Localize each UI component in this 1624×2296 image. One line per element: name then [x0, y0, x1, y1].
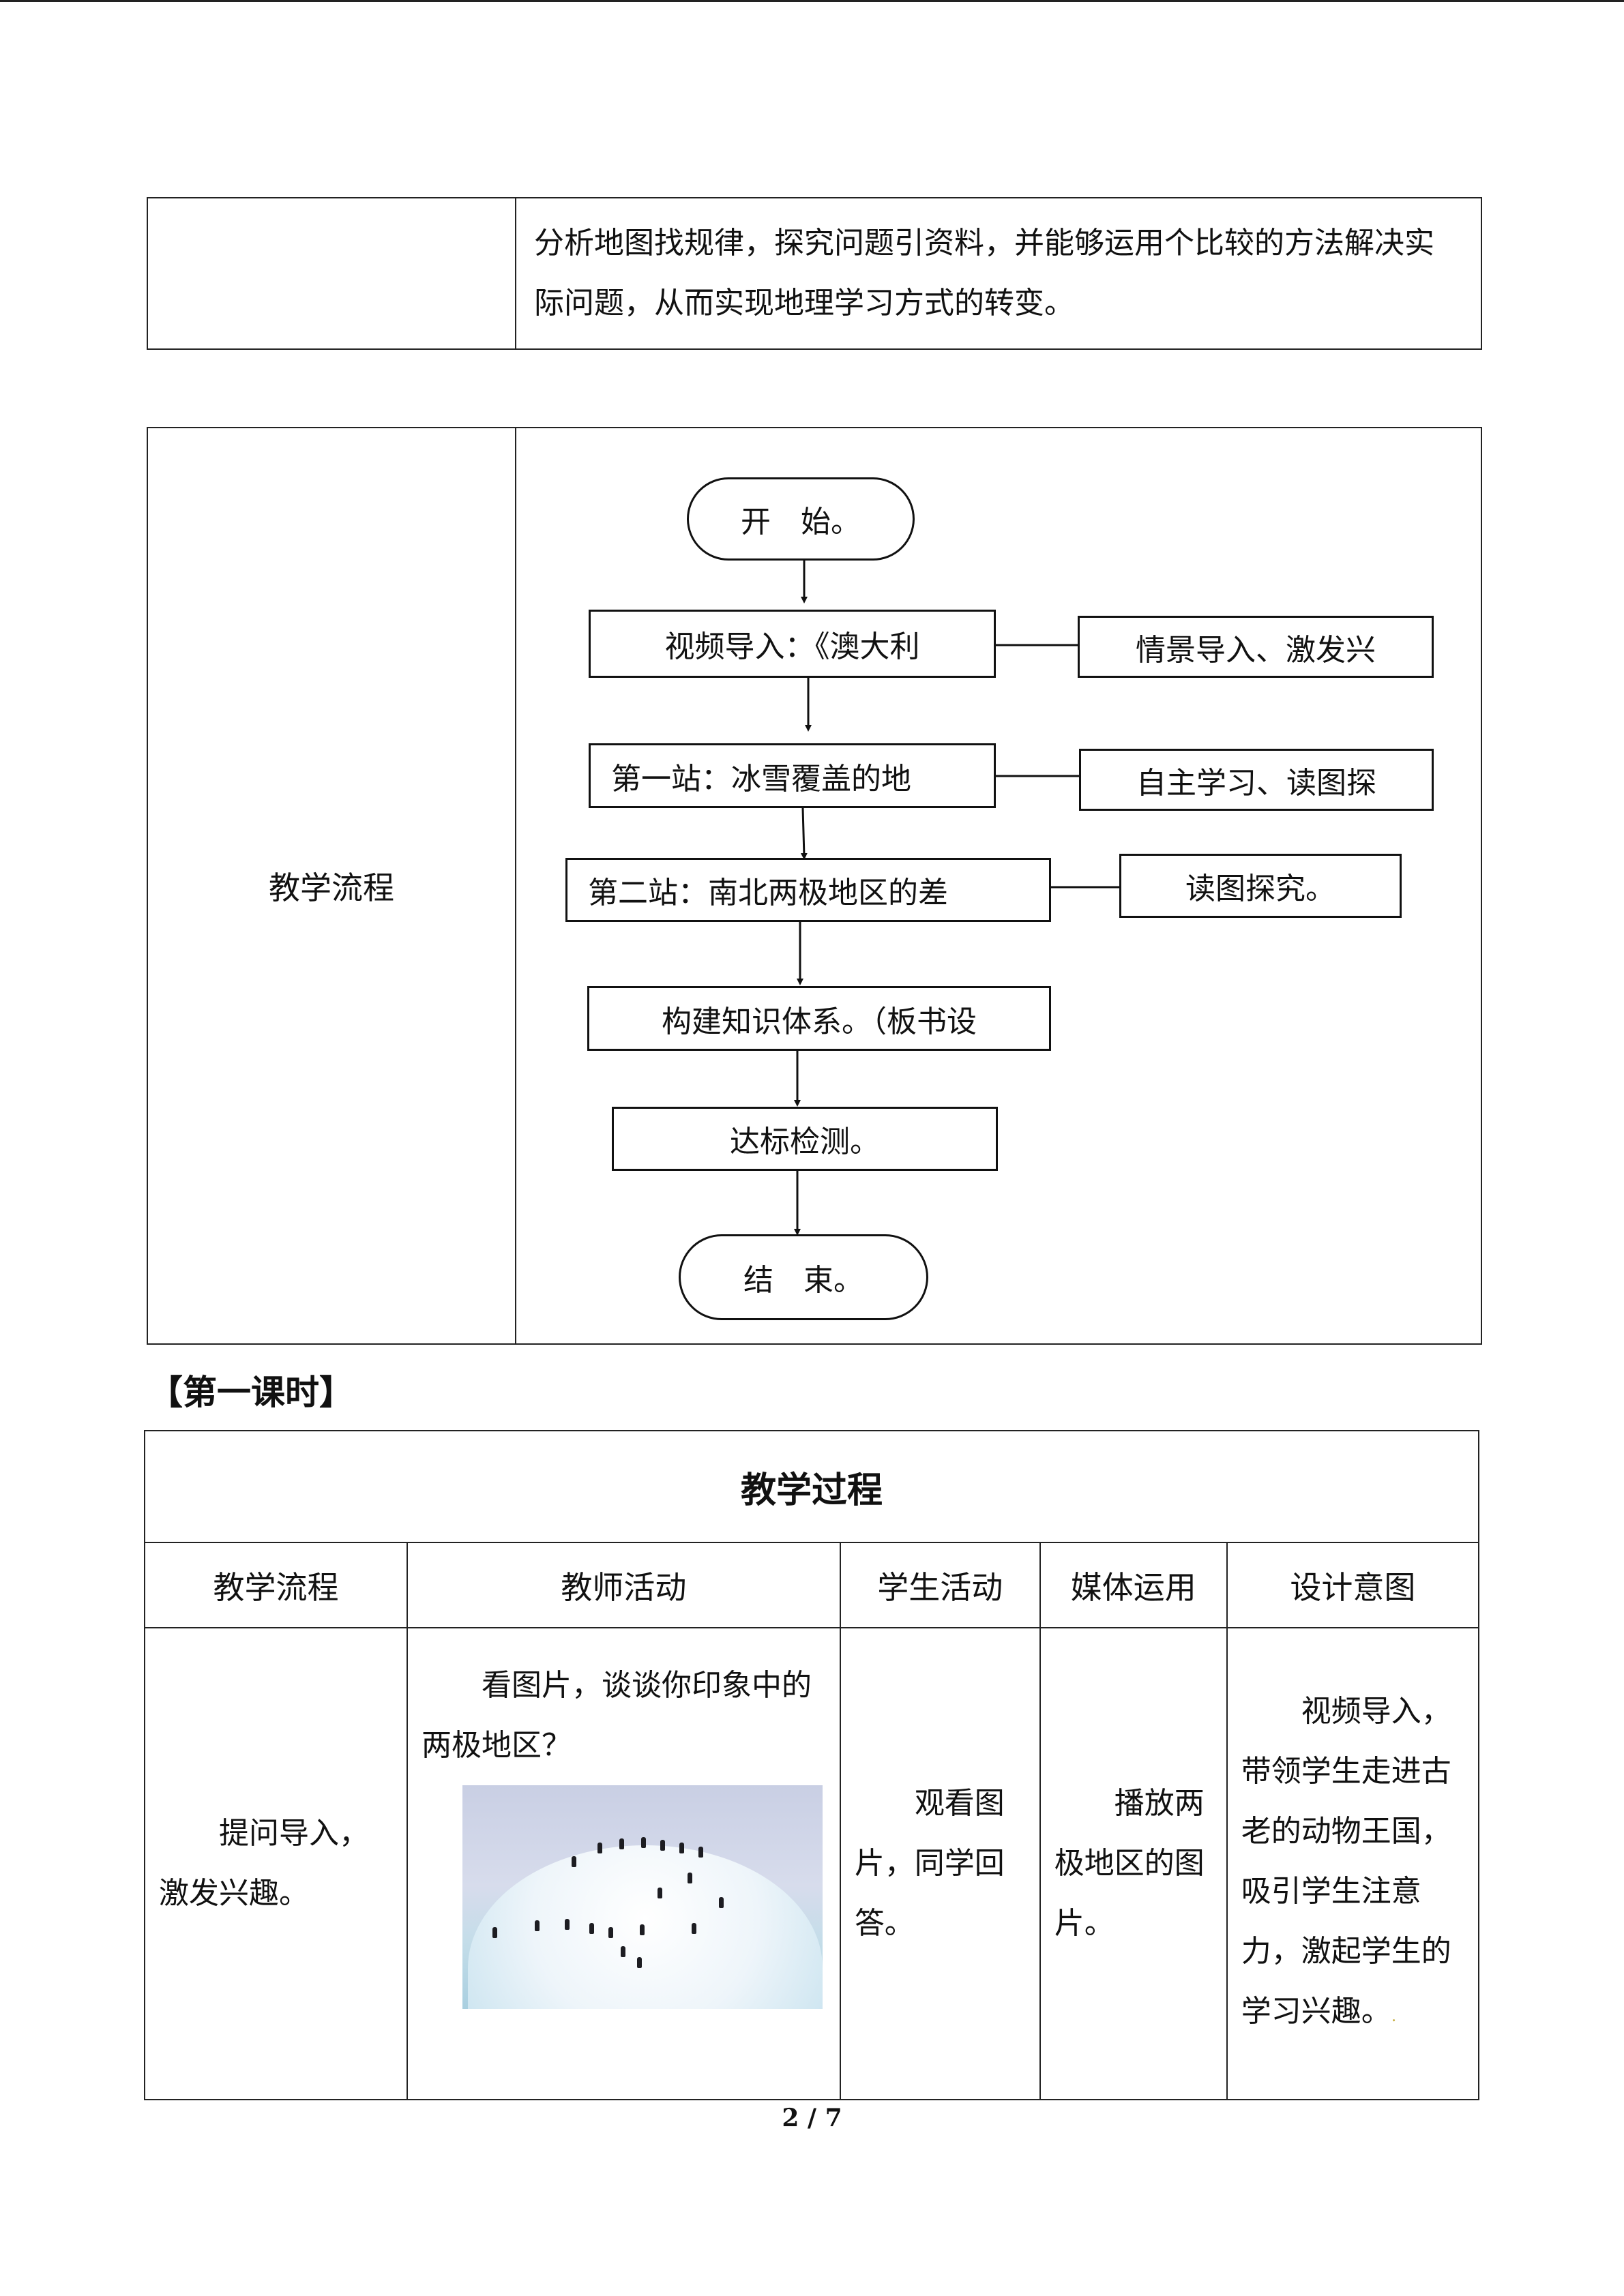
intent-mark: . — [1391, 2006, 1397, 2025]
header-teacher: 教师活动 — [407, 1542, 840, 1628]
flow-step-station1: 第一站：冰雪覆盖的地 — [589, 743, 996, 808]
flow-step-station2: 第二站：南北两极地区的差 — [565, 858, 1051, 922]
row-intent-text: 视频导入，带领学生走进古老的动物王国，吸引学生注意力，激起学生的学习兴趣。 — [1241, 1694, 1451, 2029]
flow-note-station2: 读图探究。 — [1119, 854, 1402, 918]
header-intent: 设计意图 — [1227, 1542, 1479, 1628]
flow-note-video: 情景导入、激发兴 — [1078, 616, 1434, 678]
penguin-icon — [492, 1927, 497, 1938]
process-row: 提问导入，激发兴趣。 看图片，谈谈你印象中的两极地区？ — [145, 1628, 1479, 2100]
header-student: 学生活动 — [840, 1542, 1040, 1628]
cell-teacher: 看图片，谈谈你印象中的两极地区？ — [407, 1628, 840, 2100]
flow-table: 教学流程 开 始。 视频导入：《澳大利 情景导入、激发兴 — [147, 427, 1482, 1345]
flow-start: 开 始。 — [687, 477, 915, 561]
flow-note-station1: 自主学习、读图探 — [1079, 749, 1434, 811]
header-media: 媒体运用 — [1040, 1542, 1227, 1628]
flow-end: 结 束。 — [679, 1234, 928, 1320]
penguin-icon — [641, 1837, 646, 1848]
row-student-text: 观看图片，同学回答。 — [841, 1774, 1039, 1954]
penguin-icon — [621, 1946, 625, 1957]
iceberg-shape — [468, 1845, 823, 2009]
arrow-station1-to-station2 — [803, 808, 804, 856]
penguin-icon — [688, 1873, 692, 1883]
penguin-icon — [658, 1888, 662, 1898]
objectives-text: 分析地图找规律，探究问题引资料，并能够运用个比较的方法解决实际问题，从而实现地理… — [516, 198, 1481, 349]
process-title-row: 教学过程 — [145, 1431, 1479, 1542]
penguin-icon — [640, 1924, 645, 1935]
penguin-icon — [698, 1847, 703, 1858]
penguin-icon — [660, 1840, 665, 1851]
cell-intent: 视频导入，带领学生走进古老的动物王国，吸引学生注意力，激起学生的学习兴趣。. — [1227, 1628, 1479, 2100]
penguin-icon — [679, 1843, 684, 1853]
row-flow-text: 提问导入，激发兴趣。 — [145, 1804, 407, 1924]
row-teacher-text: 看图片，谈谈你印象中的两极地区？ — [408, 1656, 840, 1776]
penguin-icon — [572, 1856, 576, 1867]
objectives-row: 分析地图找规律，探究问题引资料，并能够运用个比较的方法解决实际问题，从而实现地理… — [147, 198, 1481, 349]
cell-student: 观看图片，同学回答。 — [840, 1628, 1040, 2100]
top-border-line — [0, 0, 1624, 2]
header-flow: 教学流程 — [145, 1542, 407, 1628]
row-intent-wrapper: 视频导入，带领学生走进古老的动物王国，吸引学生注意力，激起学生的学习兴趣。. — [1228, 1682, 1478, 2046]
objectives-label-cell — [147, 198, 516, 349]
cell-media: 播放两极地区的图片。 — [1040, 1628, 1227, 2100]
flow-step-video: 视频导入：《澳大利 — [589, 610, 996, 678]
flow-label: 教学流程 — [147, 428, 516, 1344]
row-media-text: 播放两极地区的图片。 — [1041, 1774, 1226, 1954]
page-number: 2 / 7 — [0, 2104, 1624, 2132]
flow-row: 教学流程 开 始。 视频导入：《澳大利 情景导入、激发兴 — [147, 428, 1481, 1344]
flow-diagram-cell: 开 始。 视频导入：《澳大利 情景导入、激发兴 第一站：冰雪覆盖的地 自主学习、… — [516, 428, 1481, 1344]
penguin-icon — [637, 1957, 642, 1968]
process-table: 教学过程 教学流程 教师活动 学生活动 媒体运用 设计意图 提问导入，激发兴趣。… — [144, 1430, 1479, 2100]
penguin-icon — [608, 1927, 613, 1938]
penguin-icon — [589, 1923, 594, 1934]
polar-penguins-photo — [462, 1785, 823, 2009]
penguin-icon — [619, 1838, 624, 1849]
cell-flow: 提问导入，激发兴趣。 — [145, 1628, 407, 2100]
penguin-icon — [719, 1897, 724, 1908]
penguin-icon — [565, 1919, 570, 1930]
penguin-icon — [692, 1923, 696, 1934]
flow-step-build: 构建知识体系。（板书设 — [587, 986, 1051, 1051]
process-header-row: 教学流程 教师活动 学生活动 媒体运用 设计意图 — [145, 1542, 1479, 1628]
lesson-heading: 【第一课时】 — [149, 1365, 353, 1414]
flow-step-test: 达标检测。 — [612, 1107, 998, 1171]
penguin-icon — [597, 1843, 602, 1853]
penguin-icon — [535, 1920, 540, 1931]
objectives-table: 分析地图找规律，探究问题引资料，并能够运用个比较的方法解决实际问题，从而实现地理… — [147, 197, 1482, 350]
process-title: 教学过程 — [145, 1431, 1479, 1542]
